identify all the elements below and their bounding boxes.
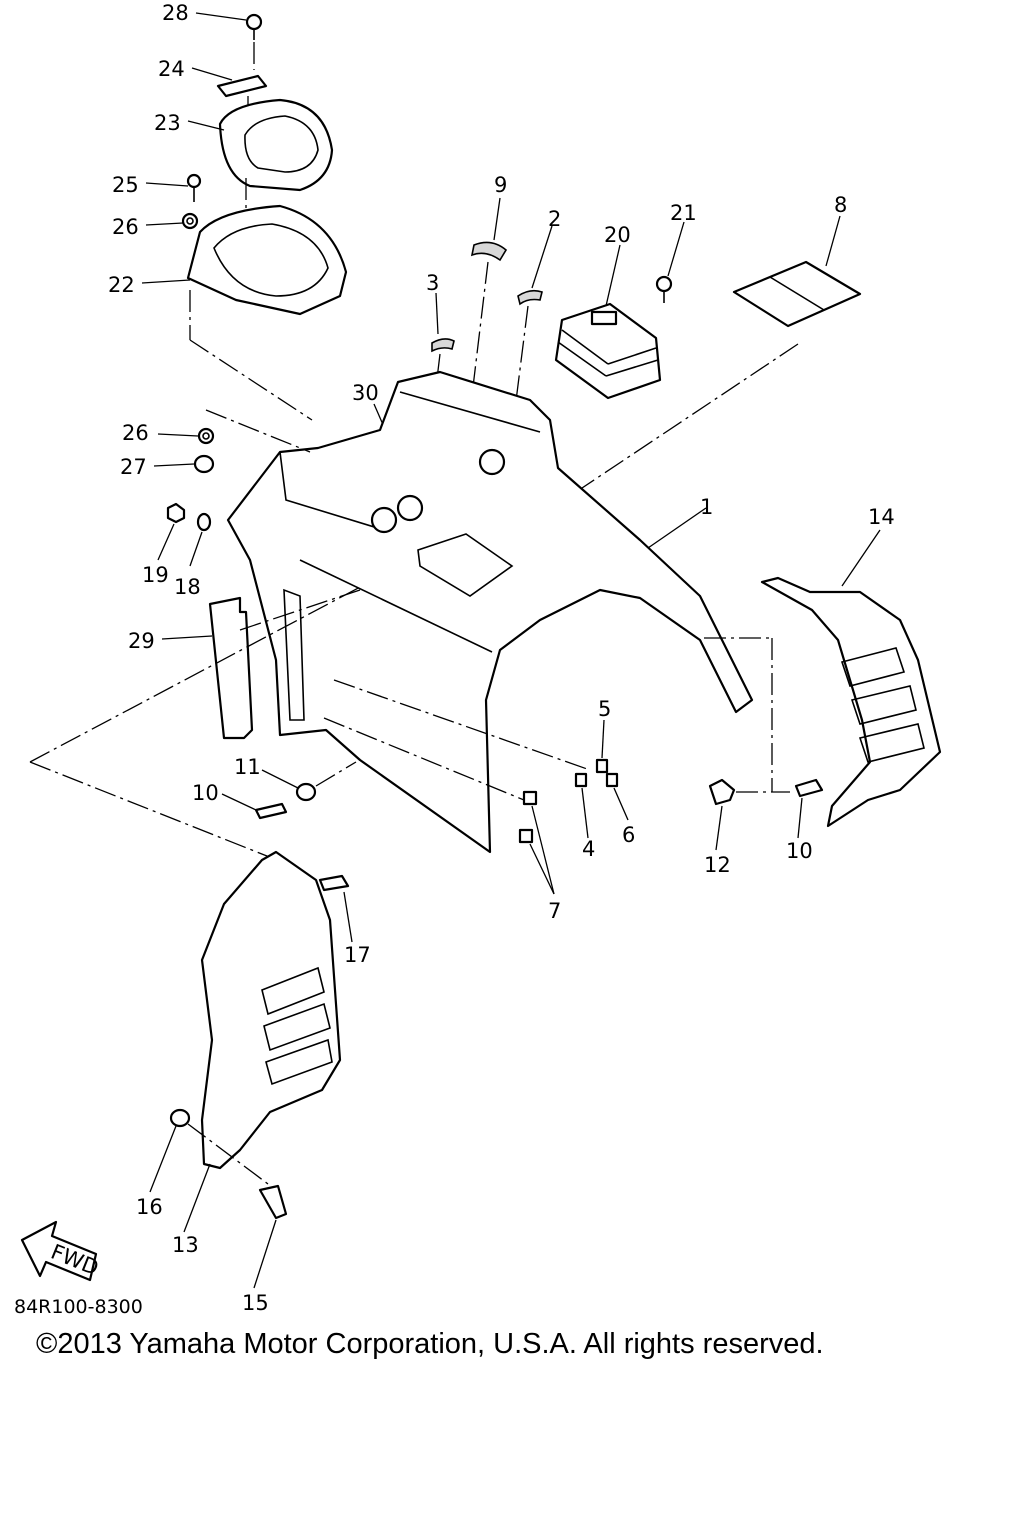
part-11-collar[interactable] xyxy=(295,782,317,802)
part-18-washer[interactable] xyxy=(196,512,212,532)
callout-12: 12 xyxy=(704,853,731,877)
drawing-number: 84R100-8300 xyxy=(14,1296,143,1318)
callout-25: 25 xyxy=(112,173,139,197)
callout-3: 3 xyxy=(426,271,439,295)
callout-20: 20 xyxy=(604,223,631,247)
part-7-clips[interactable] xyxy=(518,790,538,844)
callout-7: 7 xyxy=(548,899,561,923)
part-23-cover[interactable] xyxy=(218,98,334,192)
callout-17: 17 xyxy=(344,943,371,967)
callout-5: 5 xyxy=(598,697,611,721)
part-25-bolt[interactable] xyxy=(186,173,202,202)
callout-10-right: 10 xyxy=(786,839,813,863)
copyright-notice: ©2013 Yamaha Motor Corporation, U.S.A. A… xyxy=(36,1328,824,1360)
callout-19: 19 xyxy=(142,563,169,587)
part-10-bolt-right[interactable] xyxy=(794,778,824,798)
callout-23: 23 xyxy=(154,111,181,135)
callout-16: 16 xyxy=(136,1195,163,1219)
callout-21: 21 xyxy=(670,201,697,225)
callout-15: 15 xyxy=(242,1291,269,1315)
part-28-screw[interactable] xyxy=(245,13,263,40)
part-20-battery-box[interactable] xyxy=(554,302,662,400)
callout-26-lower: 26 xyxy=(122,421,149,445)
callout-1: 1 xyxy=(700,495,713,519)
part-2-pad[interactable] xyxy=(517,289,543,306)
callout-14: 14 xyxy=(868,505,895,529)
part-26-collar-upper[interactable] xyxy=(181,212,199,230)
part-29-bracket[interactable] xyxy=(208,596,254,740)
part-14-side-cover-right[interactable] xyxy=(760,576,942,828)
callout-10-left: 10 xyxy=(192,781,219,805)
part-24-plate[interactable] xyxy=(216,74,268,98)
part-9-pad[interactable] xyxy=(470,241,508,262)
callout-11: 11 xyxy=(234,755,261,779)
callout-30: 30 xyxy=(352,381,379,405)
part-13-side-cover-left[interactable] xyxy=(200,850,342,1170)
callout-26-upper: 26 xyxy=(112,215,139,239)
callout-6: 6 xyxy=(622,823,635,847)
part-3-pad[interactable] xyxy=(431,338,455,353)
forward-direction-arrow: FWD xyxy=(20,1220,102,1282)
part-10-bolt-left[interactable] xyxy=(254,802,288,820)
part-27-grommet[interactable] xyxy=(193,454,215,474)
callout-22: 22 xyxy=(108,273,135,297)
callout-13: 13 xyxy=(172,1233,199,1257)
part-1-front-fender[interactable] xyxy=(226,370,754,854)
callout-8: 8 xyxy=(834,193,847,217)
callout-27: 27 xyxy=(120,455,147,479)
callout-2: 2 xyxy=(548,207,561,231)
part-16-grommet[interactable] xyxy=(169,1108,191,1128)
part-5-clip[interactable] xyxy=(595,758,609,774)
callout-24: 24 xyxy=(158,57,185,81)
part-22-meter-panel[interactable] xyxy=(186,204,348,316)
part-4-clip[interactable] xyxy=(574,772,588,788)
callout-9: 9 xyxy=(494,173,507,197)
callout-28: 28 xyxy=(162,1,189,25)
part-26-collar-lower[interactable] xyxy=(197,427,215,445)
part-21-screw[interactable] xyxy=(655,275,673,303)
callout-4: 4 xyxy=(582,837,595,861)
callout-29: 29 xyxy=(128,629,155,653)
callout-18: 18 xyxy=(174,575,201,599)
part-12-nut[interactable] xyxy=(708,778,736,806)
part-8-sheet[interactable] xyxy=(732,260,862,328)
part-6-clip[interactable] xyxy=(605,772,619,788)
part-15-bolt[interactable] xyxy=(258,1184,288,1220)
part-17-bolt[interactable] xyxy=(318,874,350,892)
part-19-nut[interactable] xyxy=(166,502,186,524)
